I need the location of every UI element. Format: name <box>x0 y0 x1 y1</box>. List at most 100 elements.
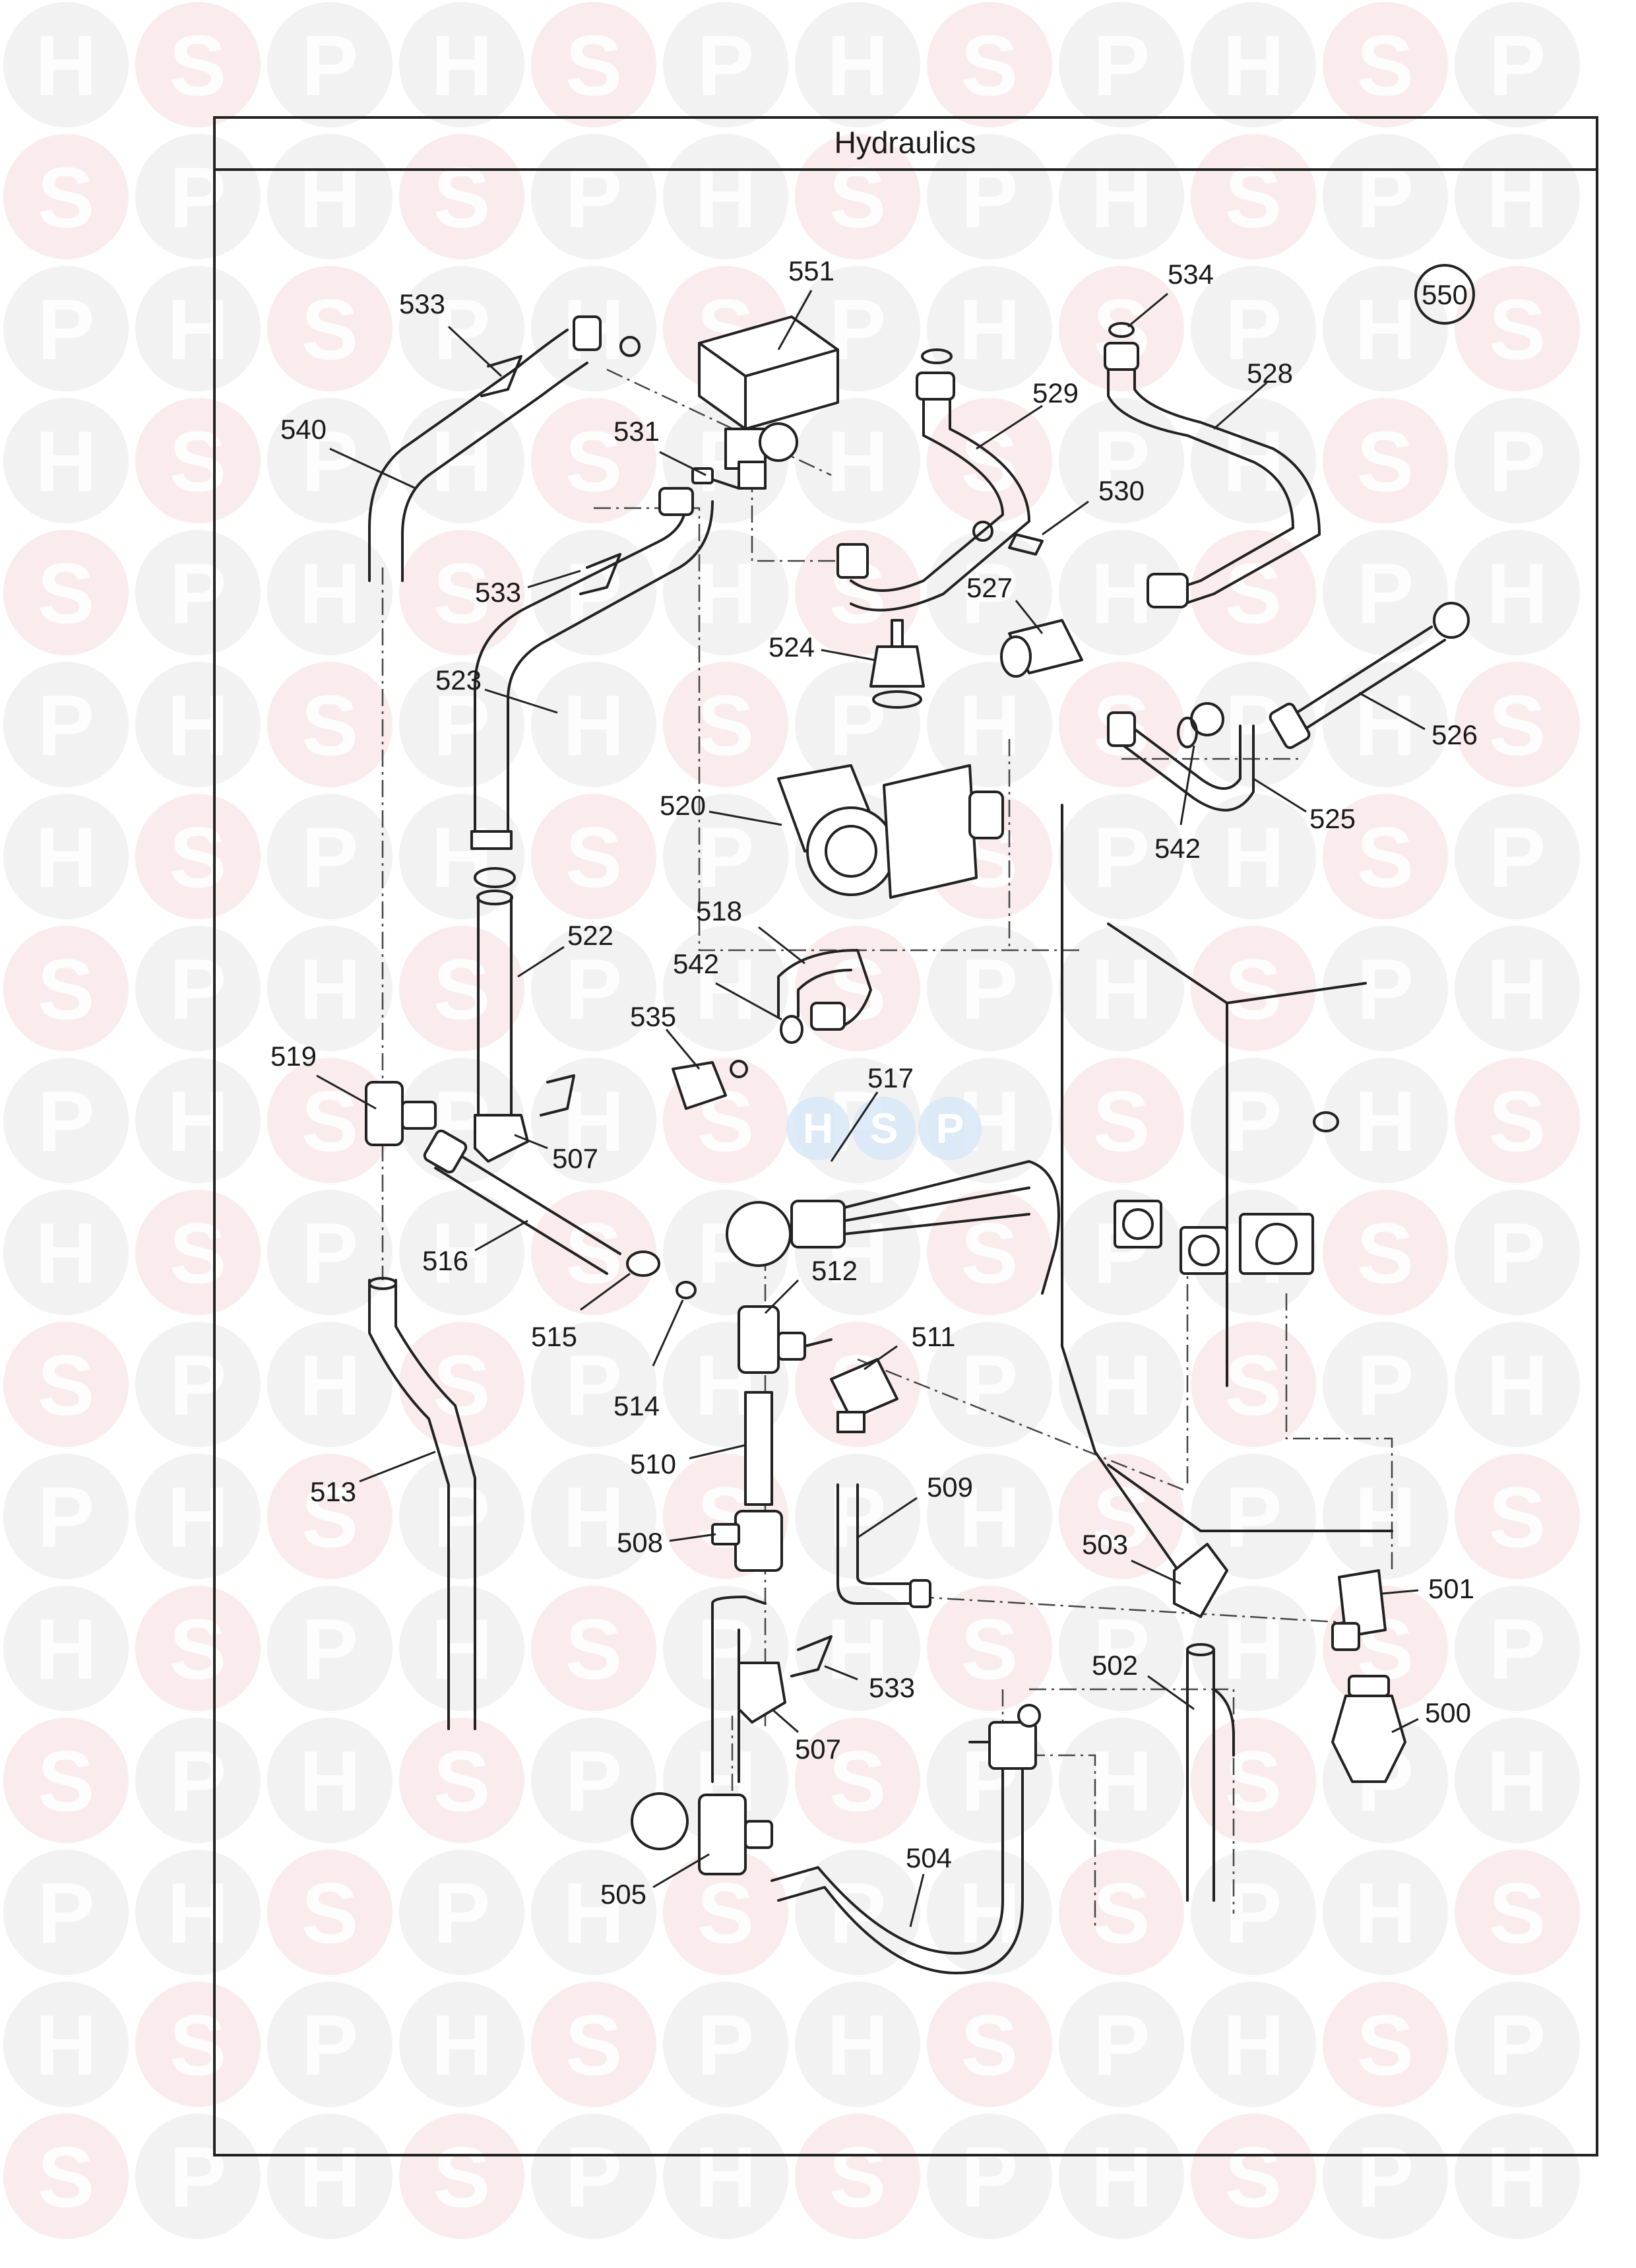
watermark-circle <box>1059 2 1184 127</box>
watermark-letter: S <box>433 545 491 641</box>
watermark-circle <box>927 1850 1052 1975</box>
callout-507a: 507 <box>552 1143 598 1174</box>
watermark-circle <box>3 1718 129 1843</box>
watermark-letter: P <box>697 17 755 113</box>
watermark-letter: P <box>433 281 491 377</box>
watermark-circle <box>399 2114 524 2239</box>
watermark-center-letter: S <box>870 1105 898 1152</box>
watermark-letter: S <box>1489 677 1546 773</box>
watermark-letter: H <box>1486 2129 1548 2225</box>
watermark-circle <box>1323 1322 1448 1447</box>
watermark-circle <box>1455 1058 1580 1183</box>
watermark-circle <box>3 662 129 787</box>
watermark-circle <box>663 530 788 655</box>
watermark-circle <box>795 1982 920 2107</box>
watermark-letter: P <box>170 1733 227 1829</box>
watermark-letter: H <box>1486 1337 1548 1433</box>
watermark-circle <box>399 266 524 391</box>
clip-530 <box>1008 533 1044 556</box>
watermark-letter: H <box>35 17 97 113</box>
callout-551: 551 <box>788 255 834 286</box>
watermark-circle <box>135 530 261 655</box>
watermark-letter: P <box>1093 17 1150 113</box>
watermark-circle <box>135 2 261 127</box>
watermark-circle <box>531 1850 656 1975</box>
watermark-circle <box>927 662 1052 787</box>
callout-511: 511 <box>912 1321 956 1352</box>
watermark-circle <box>663 134 788 259</box>
watermark-letter: H <box>1090 941 1152 1037</box>
watermark-letter: S <box>1225 2129 1282 2225</box>
watermark-letter: H <box>959 1865 1021 1961</box>
watermark-circle <box>135 134 261 259</box>
watermark-letter: P <box>433 1469 491 1565</box>
watermark-circle <box>267 266 393 391</box>
watermark-circle <box>1191 134 1316 259</box>
watermark-letter: H <box>1486 941 1548 1037</box>
watermark-circle <box>399 1718 524 1843</box>
callout-528: 528 <box>1247 358 1293 389</box>
watermark-letter: P <box>38 281 95 377</box>
watermark-letter: S <box>301 677 359 773</box>
filling-loop-504 <box>771 1747 1004 1955</box>
watermark-letter: S <box>961 1997 1019 2093</box>
watermark-circle <box>267 1454 393 1579</box>
watermark-letter: H <box>35 1601 97 1697</box>
watermark-letter: S <box>301 1469 359 1565</box>
watermark-letter: S <box>565 413 623 509</box>
watermark-circle <box>663 794 788 919</box>
watermark-circle <box>267 1850 393 1975</box>
watermark-circle <box>1059 1850 1184 1975</box>
elbow-503 <box>1173 1543 1228 1618</box>
watermark-circle <box>1455 1586 1580 1711</box>
watermark-letter: H <box>827 1601 889 1697</box>
watermark-circle <box>1059 1322 1184 1447</box>
callout-533c: 533 <box>869 1672 915 1703</box>
pipe-528 <box>1107 362 1294 595</box>
watermark-letter: S <box>301 1073 359 1169</box>
watermark-circle <box>663 1850 788 1975</box>
callout-509: 509 <box>927 1472 973 1503</box>
watermark-letter: P <box>1489 1205 1546 1301</box>
watermark-circle <box>3 1454 129 1579</box>
watermark-circle <box>1455 1454 1580 1579</box>
watermark-circle <box>3 398 129 523</box>
watermark-circle <box>795 134 920 259</box>
callout-523: 523 <box>435 664 482 696</box>
watermark-letter: S <box>961 17 1019 113</box>
watermark-circle <box>531 794 656 919</box>
watermark-letter: H <box>563 1469 625 1565</box>
watermark-circle <box>267 134 393 259</box>
watermark-circle <box>1455 266 1580 391</box>
watermark-letter: S <box>1489 1469 1546 1565</box>
watermark-letter: H <box>1354 1469 1416 1565</box>
watermark-circle <box>135 1718 261 1843</box>
watermark-circle <box>399 2 524 127</box>
watermark-circle <box>1455 1982 1580 2107</box>
watermark-circle <box>1059 1718 1184 1843</box>
watermark-letter: H <box>167 1073 229 1169</box>
watermark-circle <box>531 1190 656 1315</box>
filter-500 <box>1331 1695 1406 1783</box>
watermark-letter: P <box>38 677 95 773</box>
pipe-513 <box>368 1279 450 1730</box>
watermark-letter: H <box>959 677 1021 773</box>
watermark-letter: H <box>563 1865 625 1961</box>
watermark-letter: H <box>1222 17 1284 113</box>
watermark-circle <box>1191 530 1316 655</box>
watermark-circle <box>135 926 261 1051</box>
watermark-circle <box>1455 1718 1580 1843</box>
callout-518: 518 <box>696 895 742 926</box>
watermark-letter: P <box>1489 1601 1546 1697</box>
watermark-circle <box>3 1058 129 1183</box>
watermark-center-circle <box>786 1097 850 1160</box>
watermark-circle <box>1323 2 1448 127</box>
watermark-circle <box>3 926 129 1051</box>
watermark-circle <box>267 2114 393 2239</box>
watermark-letter: S <box>697 1865 755 1961</box>
watermark-letter: S <box>829 1733 887 1829</box>
watermark-letter: H <box>827 1997 889 2093</box>
callout-500: 500 <box>1425 1697 1471 1728</box>
watermark-letter: H <box>299 545 361 641</box>
watermark-letter: S <box>1357 1205 1414 1301</box>
